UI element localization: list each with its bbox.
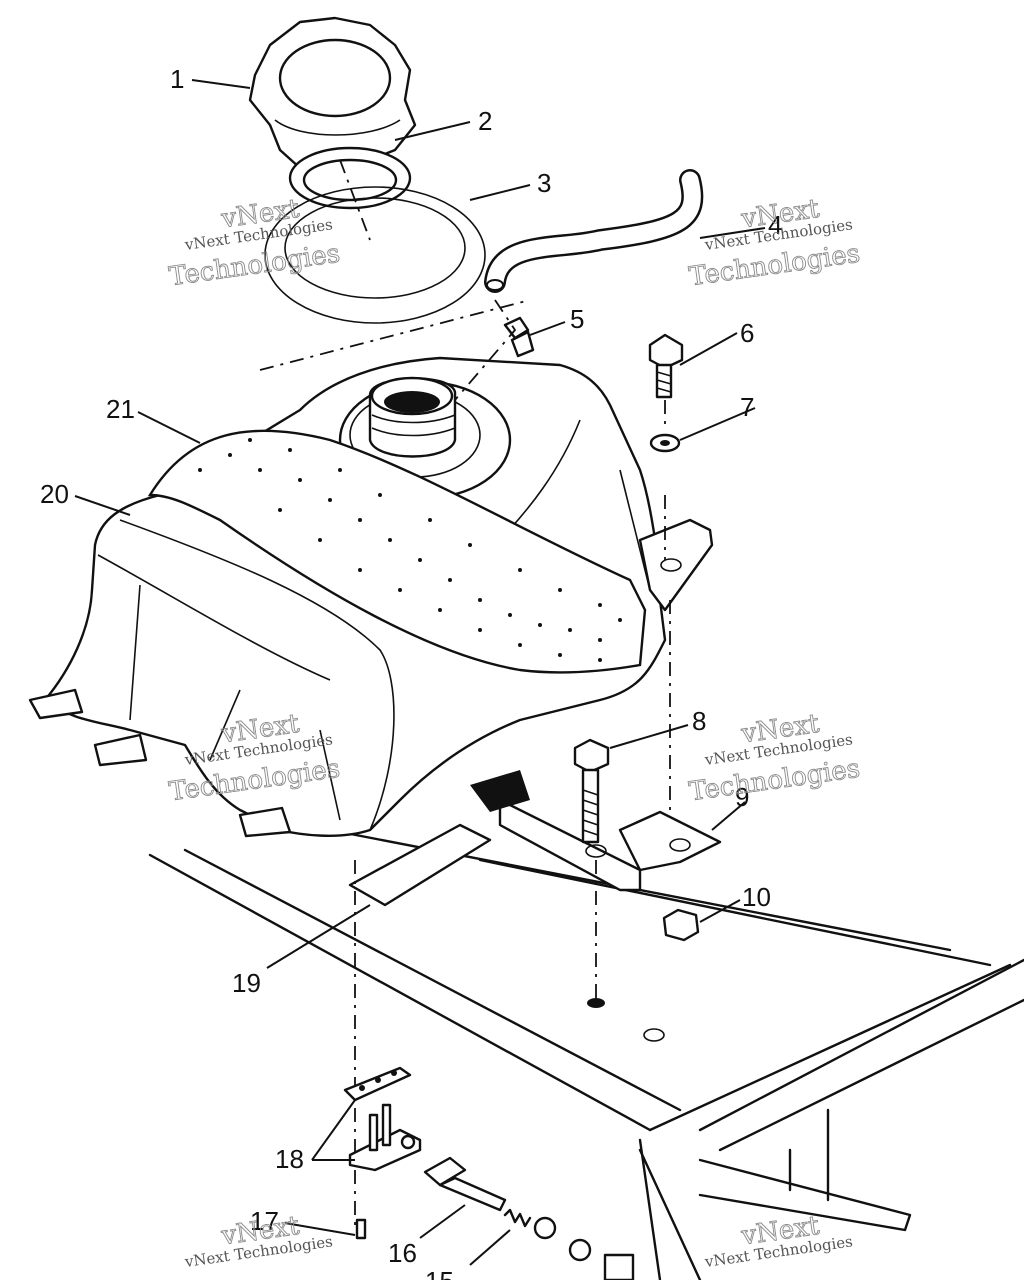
callout-1: 1 xyxy=(170,64,184,94)
fuel-cap xyxy=(248,16,417,177)
bolt-6 xyxy=(648,333,684,399)
frame-hole xyxy=(587,998,605,1008)
callout-8: 8 xyxy=(692,706,706,736)
callout-9: 9 xyxy=(735,782,749,812)
callout-21: 21 xyxy=(106,394,135,424)
cap-ring xyxy=(264,186,486,324)
bracket-9 xyxy=(470,770,722,892)
callout-18: 18 xyxy=(275,1144,304,1174)
bolt-8 xyxy=(573,738,610,844)
petcock-valve xyxy=(348,1103,422,1172)
washer-7 xyxy=(649,433,681,453)
tank-mount-hole xyxy=(660,558,682,572)
bolt-6-centerline xyxy=(664,400,671,840)
fuel-line-16 xyxy=(423,1156,507,1212)
cap-centerline xyxy=(259,159,531,371)
leader-lines xyxy=(74,79,766,1266)
nut-10 xyxy=(662,908,700,942)
callout-16: 16 xyxy=(388,1238,417,1268)
pad-19 xyxy=(348,823,492,907)
screw-17 xyxy=(355,1218,367,1240)
tank-pad xyxy=(147,429,647,674)
callout-15: 15 xyxy=(425,1266,454,1280)
callout-5: 5 xyxy=(570,304,584,334)
callout-7: 7 xyxy=(740,392,754,422)
callout-2: 2 xyxy=(478,106,492,136)
callout-20: 20 xyxy=(40,479,69,509)
frame-hole xyxy=(643,1028,665,1042)
callout-17: 17 xyxy=(250,1206,279,1236)
callout-6: 6 xyxy=(740,318,754,348)
vent-centerline xyxy=(454,299,517,401)
vent-hose xyxy=(484,169,704,293)
callout-3: 3 xyxy=(537,168,551,198)
callout-19: 19 xyxy=(232,968,261,998)
callout-10: 10 xyxy=(742,882,771,912)
spring-15 xyxy=(503,1208,635,1280)
petcock-plate xyxy=(343,1066,412,1102)
watermark: vNext vNext Technologies Technologies vN… xyxy=(167,193,862,1271)
callout-4: 4 xyxy=(768,210,782,240)
vent-fitting xyxy=(503,316,535,358)
